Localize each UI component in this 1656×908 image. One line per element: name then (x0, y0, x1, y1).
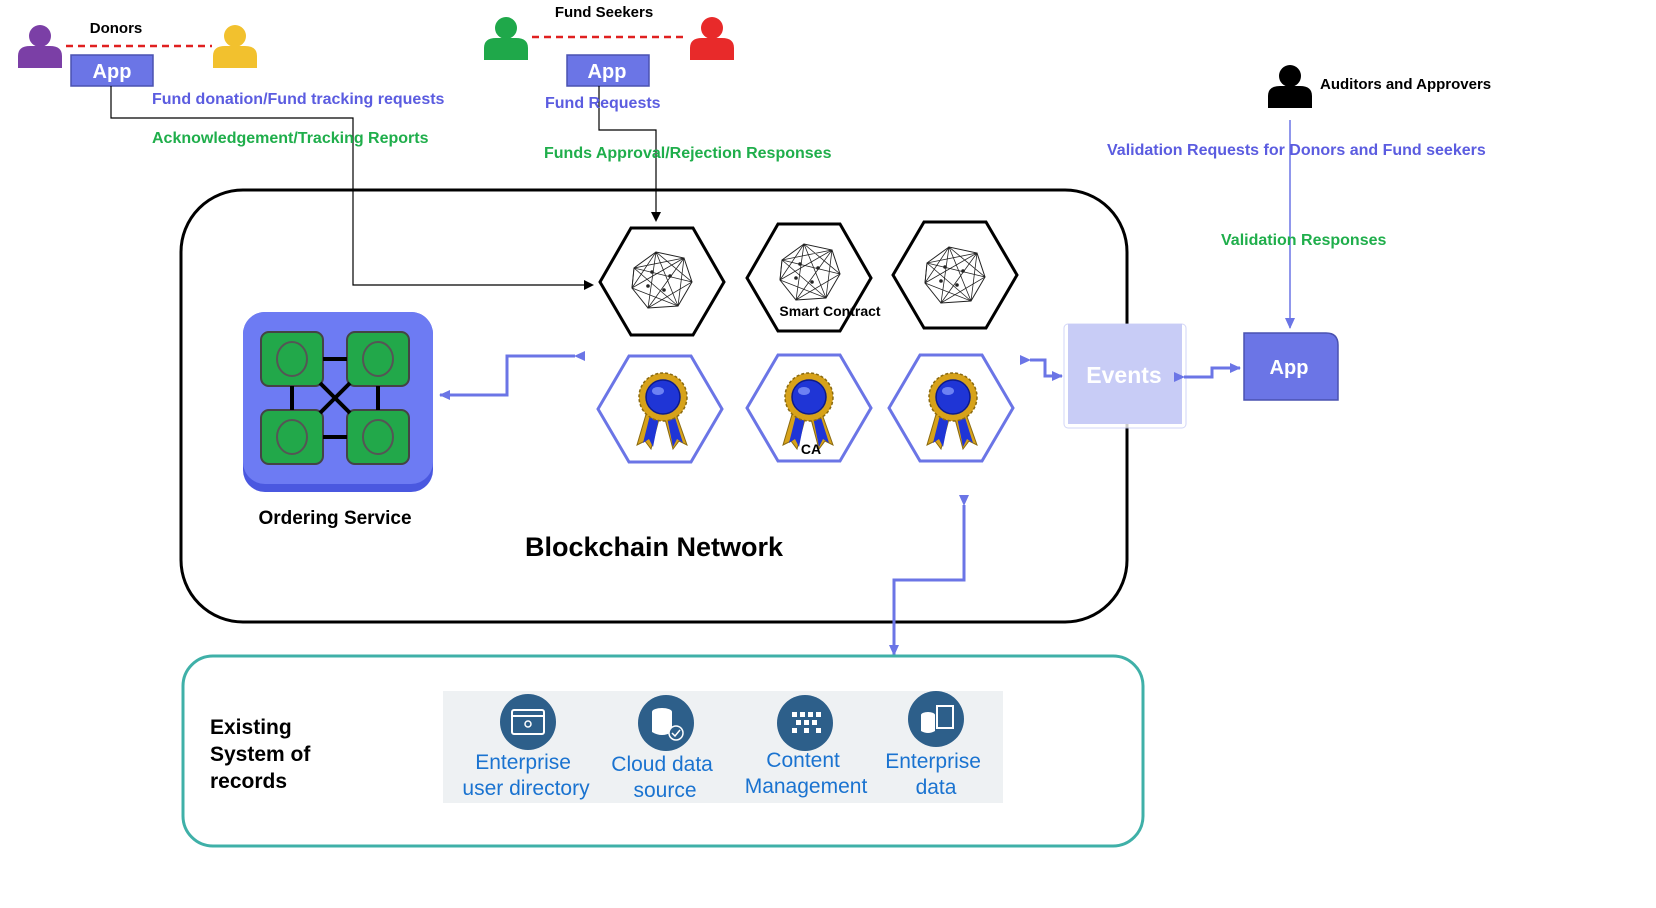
ordering-service-label: Ordering Service (258, 508, 411, 529)
ordering-peer-arrow (439, 351, 585, 400)
donor-person-icon (213, 25, 257, 68)
ca-node[interactable] (745, 353, 873, 463)
content-icon (777, 695, 833, 751)
auditors-label: Auditors and Approvers (1320, 76, 1491, 93)
cloud-data-source[interactable]: Cloud data source (611, 695, 718, 802)
smart-contract-node[interactable] (598, 226, 726, 337)
donors-label: Donors (90, 20, 143, 37)
seeker-app-label: App (588, 61, 627, 83)
smart-contract-node[interactable] (745, 222, 873, 333)
enterprise-data-icon (908, 691, 964, 747)
records-link-arrow (889, 495, 969, 656)
svg-text:Enterprise user director: Enterprise user directory (462, 751, 590, 800)
events-label: Events (1086, 362, 1161, 388)
fund-seekers-label: Fund Seekers (555, 4, 653, 21)
seeker-request-arrow (598, 86, 661, 222)
seeker-app-button[interactable]: App (566, 54, 650, 87)
auditor-app-label: App (1270, 357, 1309, 379)
ca-label: CA (801, 441, 821, 457)
peer-events-arrow (1020, 355, 1063, 381)
smart-contract-label: Smart Contract (779, 303, 880, 319)
donor-app-label: App (93, 61, 132, 83)
validation-requests-label: Validation Requests for Donors and Fund … (1107, 142, 1486, 159)
svg-text:Enterprise data: Enterprise data (885, 750, 987, 799)
donor-request-arrow (110, 86, 594, 290)
svg-text:Cloud data source: Cloud data source (611, 753, 718, 802)
ordering-service-icon[interactable] (243, 312, 433, 492)
events-box[interactable]: Events (1063, 323, 1187, 429)
auditor-person-icon (1268, 65, 1312, 108)
ca-node[interactable] (596, 354, 724, 464)
donors-group: Donors App (18, 20, 257, 87)
database-icon (638, 695, 694, 751)
ca-node[interactable] (887, 353, 1015, 463)
seeker-person-icon (484, 17, 528, 60)
approval-responses-label: Funds Approval/Rejection Responses (544, 145, 832, 162)
events-app-arrow (1174, 363, 1241, 382)
directory-icon (500, 694, 556, 750)
records-box (181, 654, 1145, 848)
svg-text:Content Management: Content Management (745, 749, 868, 798)
donation-requests-label: Fund donation/Fund tracking requests (152, 91, 445, 108)
fund-seekers-group: Fund Seekers App (484, 4, 734, 87)
donor-person-icon (18, 25, 62, 68)
network-title: Blockchain Network (525, 532, 784, 562)
auditor-app-button[interactable]: App (1243, 332, 1339, 401)
auditors-group: Auditors and Approvers (1268, 65, 1491, 108)
donor-app-button[interactable]: App (70, 54, 154, 87)
smart-contract-node[interactable] (891, 220, 1019, 330)
fund-requests-label: Fund Requests (545, 95, 661, 112)
enterprise-data[interactable]: Enterprise data (885, 691, 987, 799)
content-management[interactable]: Content Management (745, 695, 868, 798)
validation-responses-label: Validation Responses (1221, 232, 1386, 249)
records-title: Existing System of records (210, 716, 316, 793)
seeker-person-icon (690, 17, 734, 60)
ack-reports-label: Acknowledgement/Tracking Reports (152, 130, 429, 147)
enterprise-user-directory[interactable]: Enterprise user directory (462, 694, 590, 800)
